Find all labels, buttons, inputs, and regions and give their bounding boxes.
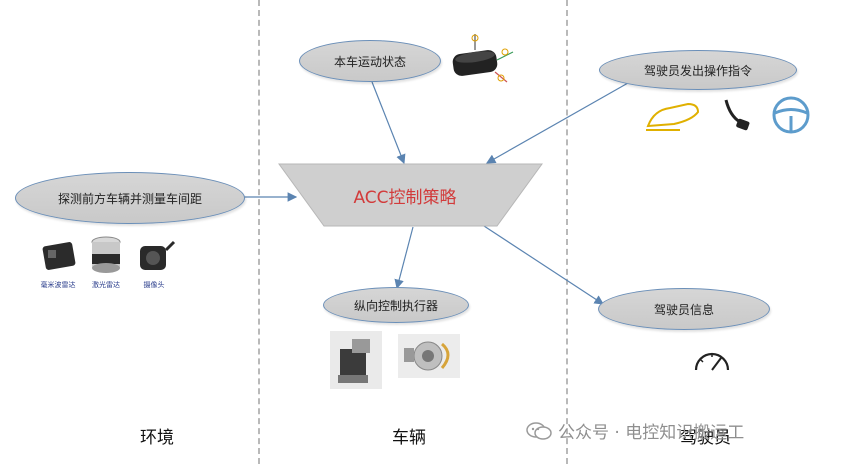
watermark: 公众号 · 电控知识搬运工 — [526, 418, 744, 443]
imu-sensor-icon — [452, 34, 514, 83]
camera-label: 摄像头 — [143, 281, 165, 289]
strategy-parallelogram — [278, 163, 543, 227]
node-driver-cmd-label: 驾驶员发出操作指令 — [643, 63, 752, 78]
node-driver-cmd: 驾驶员发出操作指令 — [599, 50, 797, 90]
esp-unit-icon — [330, 331, 382, 389]
lidar-label: 激光雷达 — [92, 281, 120, 289]
foot-pedal-icon — [646, 102, 700, 131]
watermark-text: 公众号 · 电控知识搬运工 — [558, 423, 745, 443]
arrow-motion-to-strategy — [371, 81, 406, 165]
lidar-icon — [91, 236, 121, 273]
column-label-env: 环境 — [140, 428, 174, 448]
node-actuator-label: 纵向控制执行器 — [353, 298, 438, 313]
node-detect-label: 探测前方车辆并测量车间距 — [57, 191, 202, 206]
column-label-driver: 驾驶员 — [680, 428, 731, 448]
camera-icon — [140, 240, 176, 270]
node-driver-info: 驾驶员信息 — [598, 288, 770, 330]
radar-icon — [42, 242, 76, 270]
arrow-driver-cmd-to-strategy — [485, 82, 629, 164]
steering-wheel-icon — [772, 96, 810, 134]
gear-lever-icon — [724, 99, 750, 131]
node-self-motion-label: 本车运动状态 — [333, 54, 406, 69]
strategy-label: ACC控制策略 — [353, 188, 457, 208]
arrow-strategy-to-driver-info — [483, 225, 605, 305]
node-self-motion: 本车运动状态 — [299, 40, 441, 82]
column-label-vehicle: 车辆 — [392, 428, 426, 448]
divider-env-vehicle — [258, 0, 260, 464]
node-driver-info-label: 驾驶员信息 — [653, 302, 714, 317]
radar-label: 毫米波雷达 — [40, 281, 76, 289]
wechat-logo-icon — [526, 421, 552, 441]
arrow-strategy-to-actuator — [394, 226, 414, 290]
divider-vehicle-driver — [566, 0, 568, 464]
throttle-unit-icon — [398, 334, 460, 378]
node-detect: 探测前方车辆并测量车间距 — [15, 172, 245, 224]
speedometer-icon — [694, 352, 730, 371]
node-actuator: 纵向控制执行器 — [323, 287, 469, 323]
